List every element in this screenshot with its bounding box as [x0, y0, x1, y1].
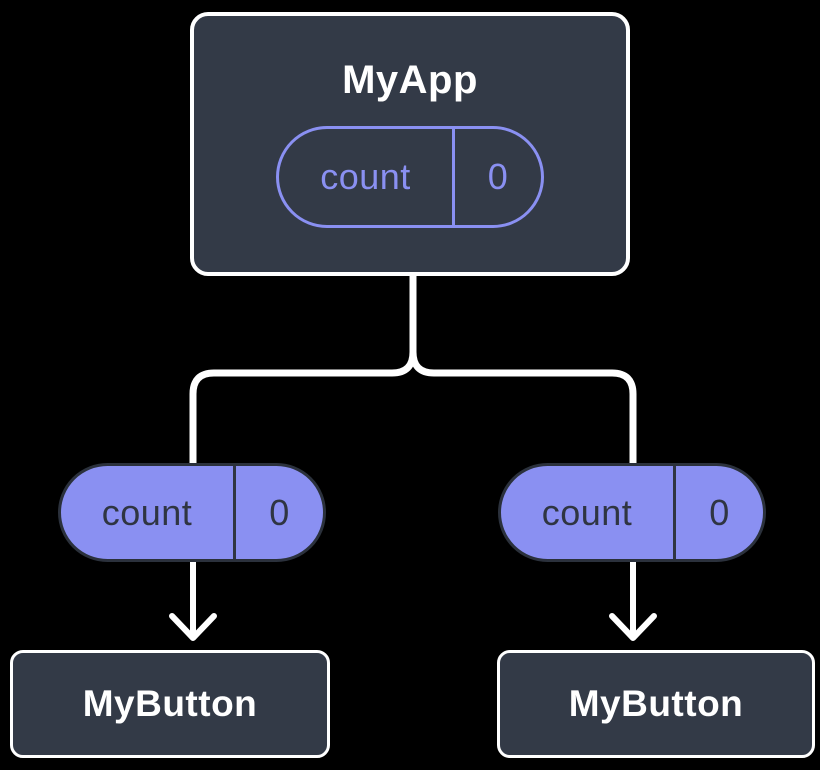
component-node-myapp: MyApp count 0	[190, 12, 630, 276]
prop-arrow-left-head	[169, 613, 217, 641]
prop-pill-right: count 0	[498, 463, 766, 562]
prop-pill-right-name: count	[501, 466, 676, 559]
state-pill-value: 0	[487, 156, 509, 197]
component-node-mybutton-right: MyButton	[497, 650, 815, 758]
component-node-mybutton-left: MyButton	[10, 650, 330, 758]
prop-pill-left-value: 0	[269, 491, 290, 533]
state-pill-name: count	[279, 129, 455, 225]
component-title-mybutton-left: MyButton	[82, 683, 258, 724]
prop-arrow-right-head	[609, 613, 657, 641]
prop-pill-left: count 0	[58, 463, 326, 562]
component-title-myapp: MyApp	[342, 58, 478, 102]
component-title-mybutton-right: MyButton	[568, 683, 744, 724]
tree-branch-left-line	[189, 276, 417, 463]
prop-pill-right-value: 0	[709, 491, 730, 533]
prop-pill-left-name: count	[61, 466, 236, 559]
tree-branch-right-line	[409, 276, 637, 463]
state-pill-myapp: count 0	[276, 126, 544, 228]
